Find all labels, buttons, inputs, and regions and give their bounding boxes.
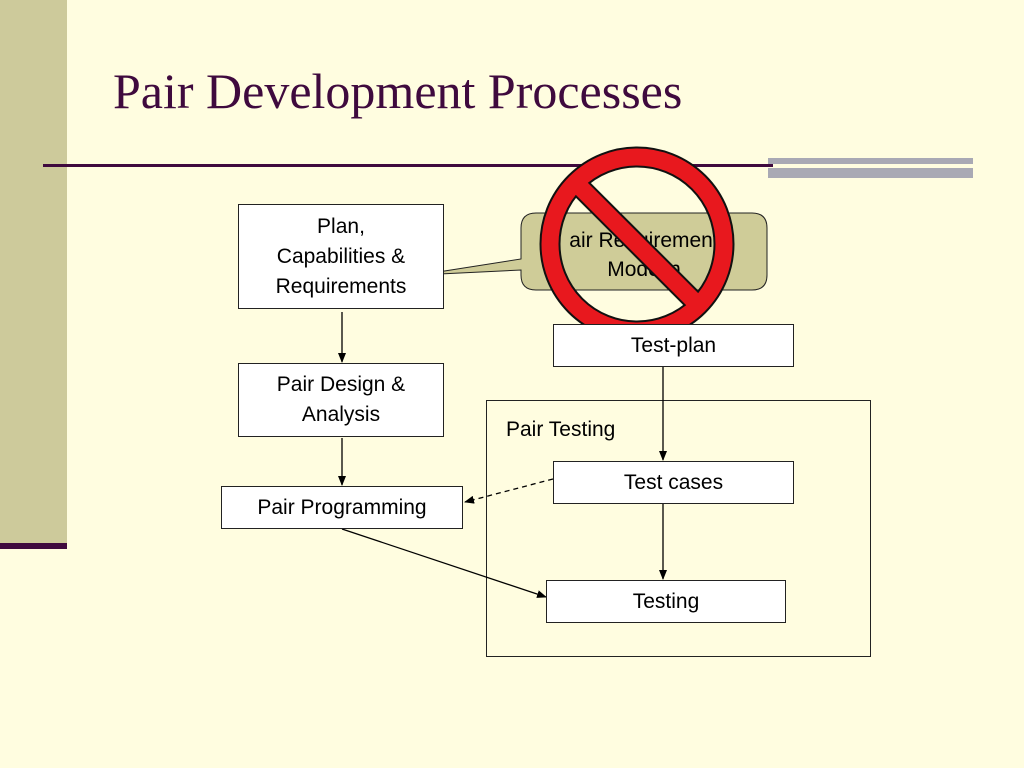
box-label-line: Analysis bbox=[301, 403, 381, 426]
box-plan-capabilities-requirements: Plan, Capabilities & Requirements bbox=[238, 204, 444, 309]
slide-title: Pair Development Processes bbox=[113, 63, 683, 119]
box-test-plan: Test-plan bbox=[553, 324, 794, 367]
pair-testing-group bbox=[486, 400, 871, 657]
title-rule-accent bbox=[768, 168, 973, 178]
box-label-line: Plan, bbox=[317, 214, 365, 238]
callout-bubble bbox=[418, 212, 768, 291]
arrow-programming-to-testing bbox=[341, 528, 547, 598]
box-label-line: Requirements bbox=[275, 274, 407, 298]
box-testing: Testing bbox=[546, 580, 786, 623]
box-label-line: Pair Design & bbox=[276, 373, 406, 396]
box-label: Pair Programming bbox=[257, 495, 427, 519]
pair-testing-label: Pair Testing bbox=[506, 418, 616, 441]
title-rule-accent bbox=[768, 158, 973, 164]
left-decor-bar bbox=[0, 0, 67, 545]
box-label-line: Capabilities & bbox=[276, 244, 406, 268]
box-pair-programming: Pair Programming bbox=[221, 486, 463, 529]
box-pair-design-analysis: Pair Design & Analysis bbox=[238, 363, 444, 437]
arrow-testcases-to-programming bbox=[464, 478, 554, 504]
box-test-cases: Test cases bbox=[553, 461, 794, 504]
box-label: Test cases bbox=[623, 470, 724, 494]
left-decor-bar-base bbox=[0, 543, 67, 549]
box-label: Testing bbox=[632, 589, 700, 613]
title-rule bbox=[43, 164, 773, 167]
box-label: Test-plan bbox=[630, 333, 717, 357]
